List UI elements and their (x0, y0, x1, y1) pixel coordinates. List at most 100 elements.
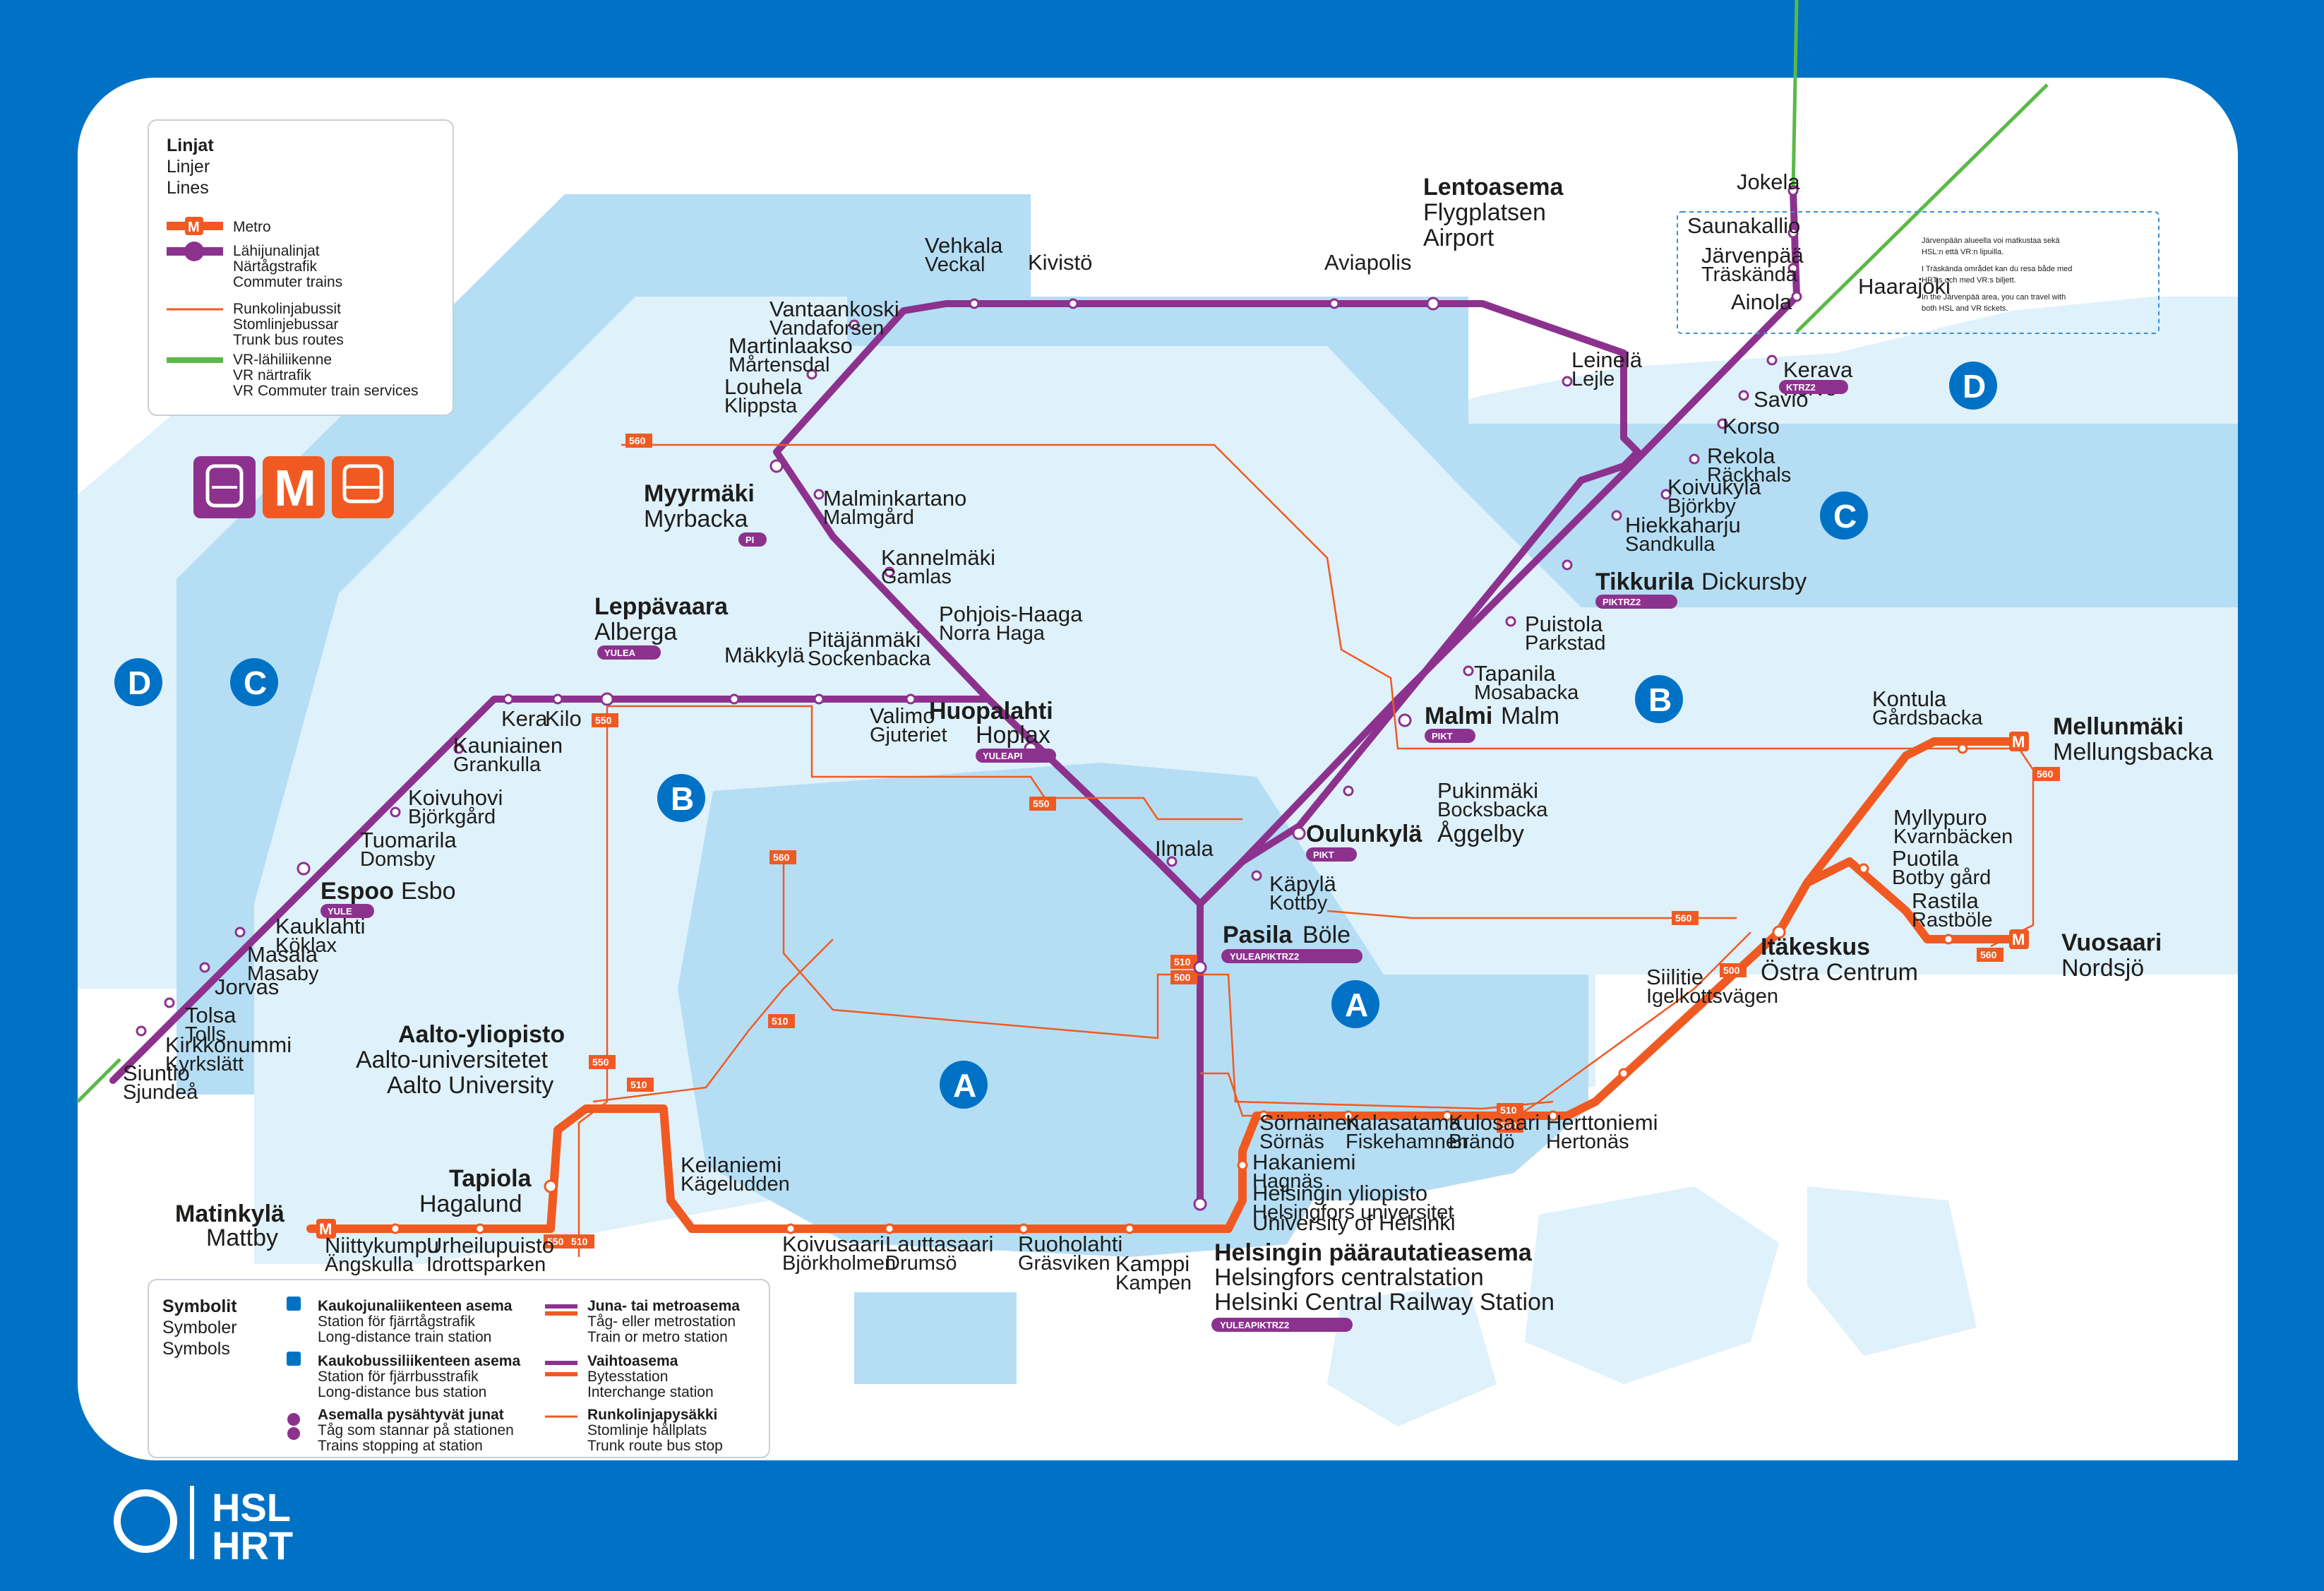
station-label: Aviapolis (1324, 250, 1412, 275)
svg-text:both HSL and VR tickets.: both HSL and VR tickets. (1922, 304, 2008, 313)
station-label: Hakaniemi (1252, 1150, 1355, 1174)
station-myyrmaki: Myyrmäki (644, 480, 755, 507)
station-label: Koivukylä (1667, 475, 1761, 499)
svg-text:Hagalund: Hagalund (419, 1191, 522, 1217)
station-label-alt: Kampen (1115, 1272, 1192, 1294)
station-label-alt: Sockenbacka (808, 648, 931, 670)
svg-text:Aalto-universitetet: Aalto-universitetet (356, 1047, 549, 1073)
station-label-alt: Gamlas (881, 566, 952, 588)
station-label-alt: Norra Haga (939, 622, 1046, 645)
jarvenpaa-note: Järvenpään alueella voi matkustaa sekä H… (1677, 211, 2160, 334)
svg-text:Kaukobussiliikenteen asema: Kaukobussiliikenteen asema (318, 1353, 520, 1369)
station-espoo: Espoo (321, 878, 394, 905)
svg-text:VR Commuter train services: VR Commuter train services (233, 383, 419, 399)
svg-text:Närtågstrafik: Närtågstrafik (233, 258, 318, 275)
station-label: Lauttasaari (885, 1232, 993, 1256)
svg-text:Interchange station: Interchange station (587, 1384, 714, 1400)
svg-text:Böle: Böle (1302, 922, 1350, 948)
svg-text:Mellungsbacka: Mellungsbacka (2053, 739, 2213, 765)
svg-text:Airport: Airport (1423, 225, 1495, 251)
route-chip: 550 (592, 1056, 609, 1068)
hsl-logo: HSL HRT (114, 1485, 293, 1568)
station-label-alt: Rastböle (1912, 909, 1992, 931)
station-label: Puistola (1525, 612, 1603, 636)
legend-lines: Linjat Linjer Lines M Metro Lähijunalinj… (148, 119, 454, 416)
station-label: Niittykumpu (325, 1233, 439, 1258)
svg-text:Esbo: Esbo (401, 878, 456, 905)
svg-text:YULEAPIKTRZ2: YULEAPIKTRZ2 (1220, 1320, 1289, 1330)
station-label-alt: Masaby (247, 963, 319, 985)
svg-text:Åggelby: Åggelby (1437, 821, 1524, 847)
station-label: Käpylä (1269, 871, 1337, 896)
svg-text:HRT:s och med VR:s biljett.: HRT:s och med VR:s biljett. (1922, 276, 2016, 285)
hsl-logo-icon (114, 1489, 177, 1553)
route-chip: 510 (772, 1015, 789, 1027)
svg-text:Linjer: Linjer (167, 157, 210, 177)
station-label-alt: Malmgård (823, 506, 914, 529)
station-label-alt: Fiskehamnen (1346, 1131, 1468, 1153)
metro-icon (263, 456, 325, 518)
station-malmi: Malmi (1425, 703, 1492, 729)
station-label: Urheilupuisto (426, 1233, 554, 1258)
metro-markers: M M M (316, 732, 2029, 1239)
station-label: Koivusaari (782, 1232, 885, 1256)
station-label: Järvenpää (1701, 243, 1804, 268)
station-label-alt: Ängskulla (325, 1253, 414, 1276)
svg-text:PIKT: PIKT (1313, 850, 1334, 860)
route-chip: 510 (571, 1236, 588, 1247)
islands-east (1327, 1186, 1977, 1426)
station-label-alt: Björkby (1667, 495, 1736, 518)
svg-text:Myrbacka: Myrbacka (644, 506, 748, 532)
svg-text:YULE: YULE (328, 906, 352, 917)
station-label: Puotila (1892, 846, 1960, 871)
station-label: Louhela (724, 374, 803, 399)
route-chip: 510 (630, 1079, 647, 1090)
station-label: Kera (501, 706, 548, 731)
station-itakeskus: Itäkeskus (1761, 934, 1870, 960)
route-chip: 550 (1033, 798, 1050, 809)
svg-text:VR närtrafik: VR närtrafik (233, 367, 311, 383)
svg-text:Asemalla pysähtyvät junat: Asemalla pysähtyvät junat (318, 1407, 504, 1423)
station-label: Korso (1723, 414, 1780, 439)
svg-text:Trunk route bus stop: Trunk route bus stop (587, 1438, 723, 1454)
station-label-alt: Kyrkslätt (165, 1053, 244, 1075)
major-station-labels: Helsingin päärautatieasema Helsingfors c… (175, 174, 2213, 1316)
station-tapiola: Tapiola (449, 1165, 532, 1192)
station-label-alt: Tolls (185, 1023, 226, 1046)
station-label: Kerava (1783, 357, 1853, 382)
station-label: Siilitie (1646, 965, 1703, 989)
small-station-labels: JokelaSaunakallioJärvenpääTräskändaAinol… (123, 169, 2013, 1294)
station-label: Myllypuro (1893, 805, 1987, 830)
svg-text:Vaihtoasema: Vaihtoasema (587, 1353, 678, 1369)
svg-text:YULEAPIKTRZ2: YULEAPIKTRZ2 (1230, 951, 1299, 962)
station-vuosaari: Vuosaari (2061, 929, 2162, 956)
svg-text:Helsingfors centralstation: Helsingfors centralstation (1214, 1264, 1484, 1291)
station-label-alt: Domsby (360, 848, 436, 871)
svg-text:Station för fjärrbusstrafik: Station för fjärrbusstrafik (318, 1369, 479, 1385)
station-lentoasema: Lentoasema (1423, 174, 1564, 201)
svg-text:Helsinki Central Railway Stati: Helsinki Central Railway Station (1214, 1289, 1555, 1316)
station-label-alt: Kvarnbäcken (1893, 826, 2013, 848)
route-chip: 510 (1500, 1104, 1517, 1116)
svg-text:Tåg- eller metrostation: Tåg- eller metrostation (587, 1313, 736, 1330)
station-label-alt: Lejle (1571, 368, 1615, 391)
station-label-alt: Räckhals (1707, 464, 1791, 487)
zone-letter-c: C (244, 665, 267, 701)
station-label: Ainola (1731, 290, 1792, 314)
vr-lines (76, 0, 2049, 1103)
route-chip: 550 (547, 1236, 564, 1247)
station-label-alt: Hertonäs (1546, 1131, 1629, 1153)
station-label: Jokela (1737, 169, 1800, 194)
svg-text:PIKT: PIKT (1432, 731, 1453, 741)
station-label: Jorvas (215, 975, 279, 999)
svg-text:Runkolinjapysäkki: Runkolinjapysäkki (587, 1407, 717, 1423)
station-label: Vehkala (925, 233, 1003, 258)
route-chip: 550 (595, 715, 612, 726)
station-label: Masala (247, 942, 318, 967)
station-label-alt: Botby gård (1892, 866, 1991, 889)
station-label: Tuomarila (360, 828, 457, 852)
svg-text:Trunk bus routes: Trunk bus routes (233, 332, 344, 348)
route-chip: 560 (773, 852, 790, 863)
station-label-alt: Veckal (925, 254, 985, 276)
svg-text:Commuter trains: Commuter trains (233, 274, 342, 290)
